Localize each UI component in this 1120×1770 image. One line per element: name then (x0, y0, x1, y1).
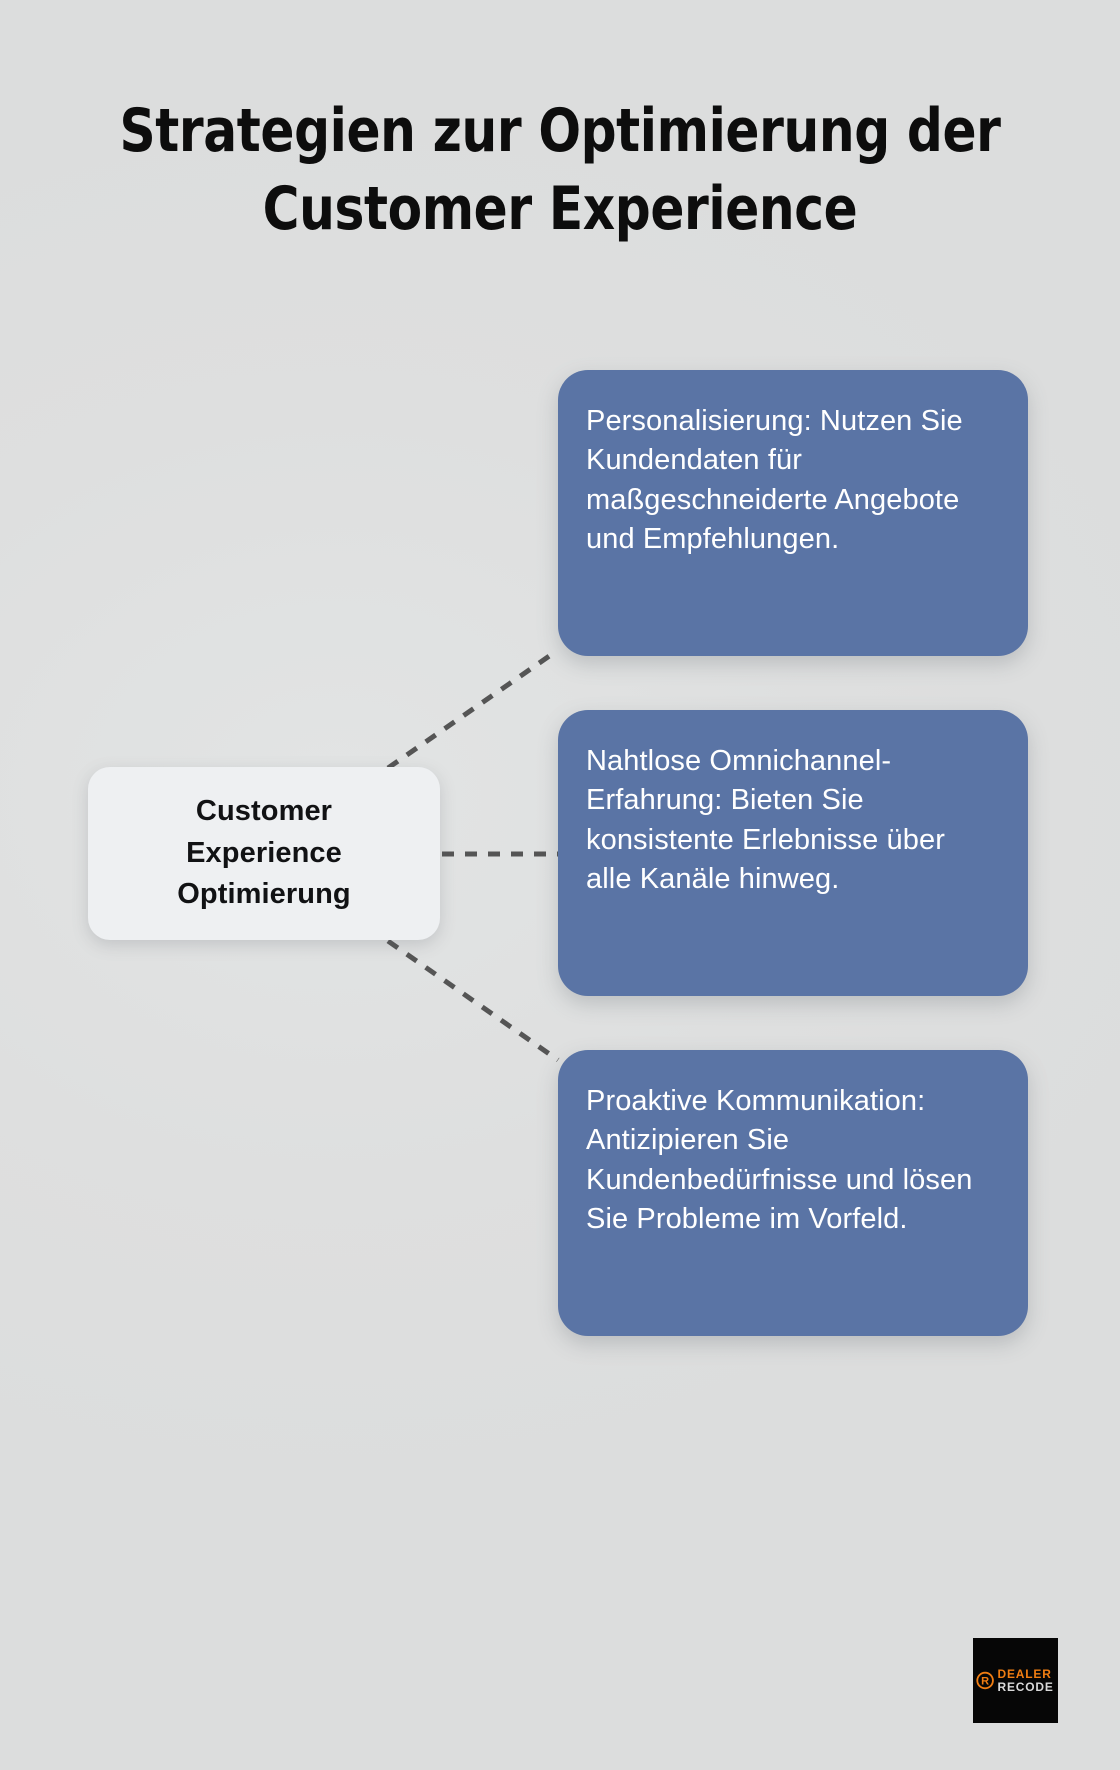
connector-center-to-branch-3 (386, 938, 560, 1063)
logo-mark-letter: R (981, 1674, 990, 1687)
connector-center-to-branch-1 (386, 647, 560, 771)
page-title: Strategien zur Optimierung der Customer … (119, 96, 1001, 244)
branch-card-text: Nahtlose Omnichannel-Erfahrung: Bieten S… (586, 745, 945, 896)
branch-card-proaktive-kommunikation[interactable]: Proaktive Kommunikation: Antizipieren Si… (558, 1050, 1028, 1336)
branch-card-personalisierung[interactable]: Personalisierung: Nutzen Sie Kundendaten… (558, 370, 1028, 656)
dealer-recode-logo: R DEALER RECODE (973, 1638, 1058, 1723)
branch-card-text: Personalisierung: Nutzen Sie Kundendaten… (586, 405, 963, 556)
circled-r-icon: R (976, 1671, 995, 1690)
branch-card-omnichannel[interactable]: Nahtlose Omnichannel-Erfahrung: Bieten S… (558, 710, 1028, 996)
logo-line-recode: RECODE (998, 1679, 1055, 1694)
center-node[interactable]: Customer Experience Optimierung (88, 767, 440, 940)
center-node-label: Customer Experience Optimierung (177, 794, 351, 911)
branch-card-text: Proaktive Kommunikation: Antizipieren Si… (586, 1085, 973, 1236)
logo-line-dealer: DEALER (998, 1667, 1053, 1681)
